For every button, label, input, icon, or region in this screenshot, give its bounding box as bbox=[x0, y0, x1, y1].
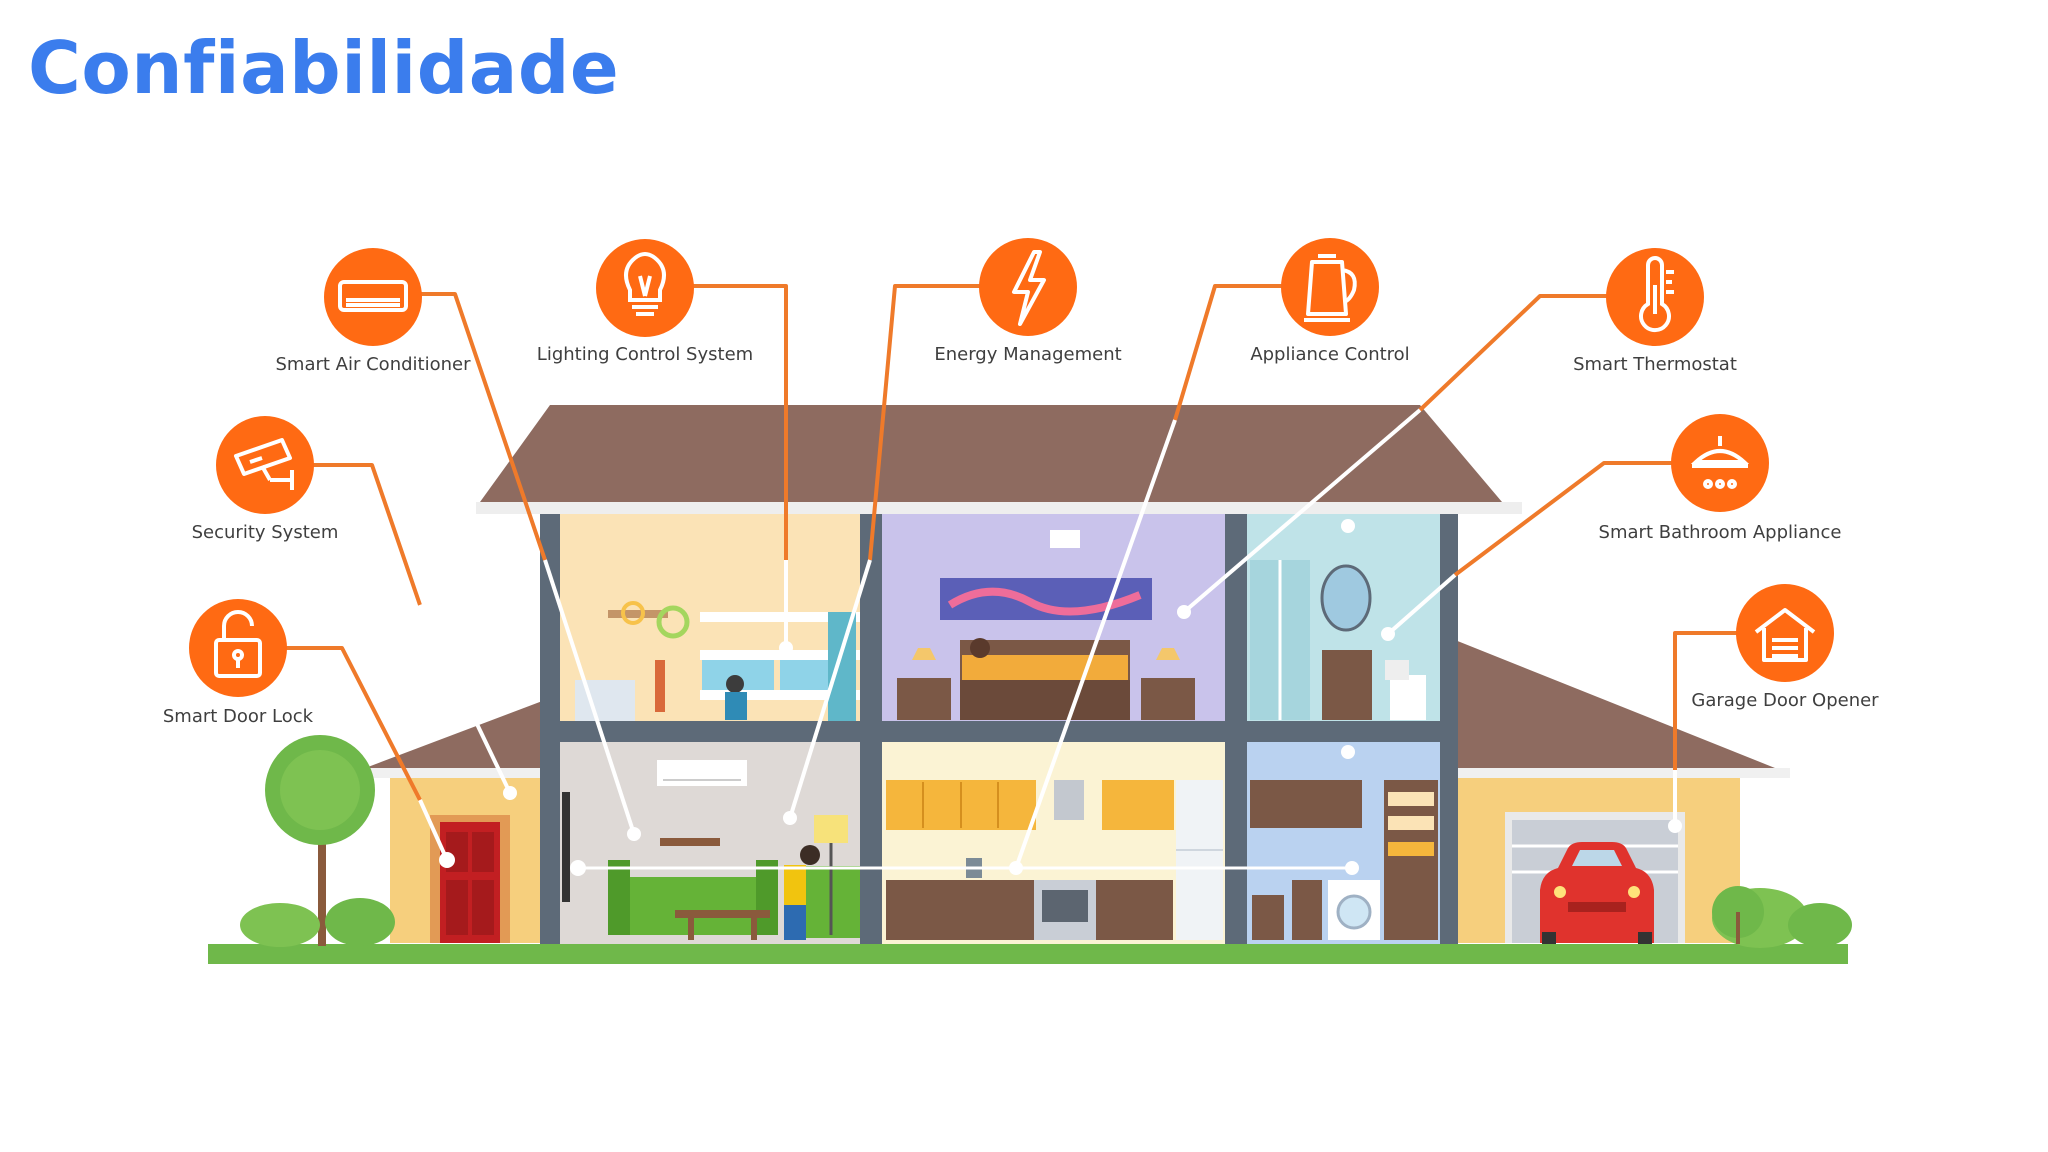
feature-label-thermo: Smart Thermostat bbox=[1573, 354, 1737, 375]
feature-label-energy: Energy Management bbox=[934, 344, 1121, 365]
thermometer-icon bbox=[1639, 256, 1674, 333]
feature-smart-thermostat: Smart Thermostat bbox=[1573, 248, 1737, 375]
grass-ground bbox=[208, 944, 1848, 964]
shower-icon bbox=[1690, 436, 1750, 489]
feature-lighting-control-system: Lighting Control System bbox=[537, 239, 753, 365]
security-camera-icon bbox=[234, 438, 294, 490]
connector-energy bbox=[868, 284, 980, 561]
connector-appliance bbox=[1173, 284, 1285, 421]
feature-label-lock: Smart Door Lock bbox=[163, 706, 314, 727]
connector-light bbox=[690, 284, 788, 560]
connector-bath bbox=[1453, 461, 1672, 577]
main-roof bbox=[480, 405, 1502, 502]
slide-title: Confiabilidade bbox=[28, 26, 620, 110]
feature-label-bath: Smart Bathroom Appliance bbox=[1599, 522, 1842, 543]
connector-lines bbox=[285, 284, 1738, 870]
air-conditioner-icon bbox=[338, 280, 408, 312]
feature-security-system: Security System bbox=[192, 416, 339, 543]
garage-icon bbox=[1754, 608, 1816, 662]
feature-garage-door-opener: Garage Door Opener bbox=[1691, 584, 1879, 711]
feature-smart-door-lock: Smart Door Lock bbox=[163, 599, 314, 727]
feature-label-light: Lighting Control System bbox=[537, 344, 753, 365]
right-wing-roof bbox=[1455, 640, 1780, 770]
feature-label-appliance: Appliance Control bbox=[1250, 344, 1409, 365]
feature-label-security: Security System bbox=[192, 522, 339, 543]
feature-label-garage: Garage Door Opener bbox=[1691, 690, 1879, 711]
house bbox=[208, 405, 1852, 964]
kettle-icon bbox=[1304, 254, 1357, 322]
feature-smart-bathroom-appliance: Smart Bathroom Appliance bbox=[1599, 414, 1842, 543]
connector-ac bbox=[420, 292, 547, 561]
connector-garage bbox=[1673, 631, 1738, 770]
light-bulb-icon bbox=[624, 252, 666, 316]
lightning-bolt-icon bbox=[1012, 250, 1046, 326]
feature-smart-air-conditioner: Smart Air Conditioner bbox=[276, 248, 472, 375]
connector-lock bbox=[285, 646, 422, 801]
car bbox=[1540, 842, 1654, 946]
feature-energy-management: Energy Management bbox=[934, 238, 1122, 365]
feature-appliance-control: Appliance Control bbox=[1250, 238, 1410, 365]
padlock-icon bbox=[214, 610, 262, 678]
connector-thermo bbox=[1418, 294, 1608, 412]
feature-label-ac: Smart Air Conditioner bbox=[276, 354, 472, 375]
left-wing-roof bbox=[360, 700, 545, 770]
connector-security bbox=[310, 463, 422, 606]
